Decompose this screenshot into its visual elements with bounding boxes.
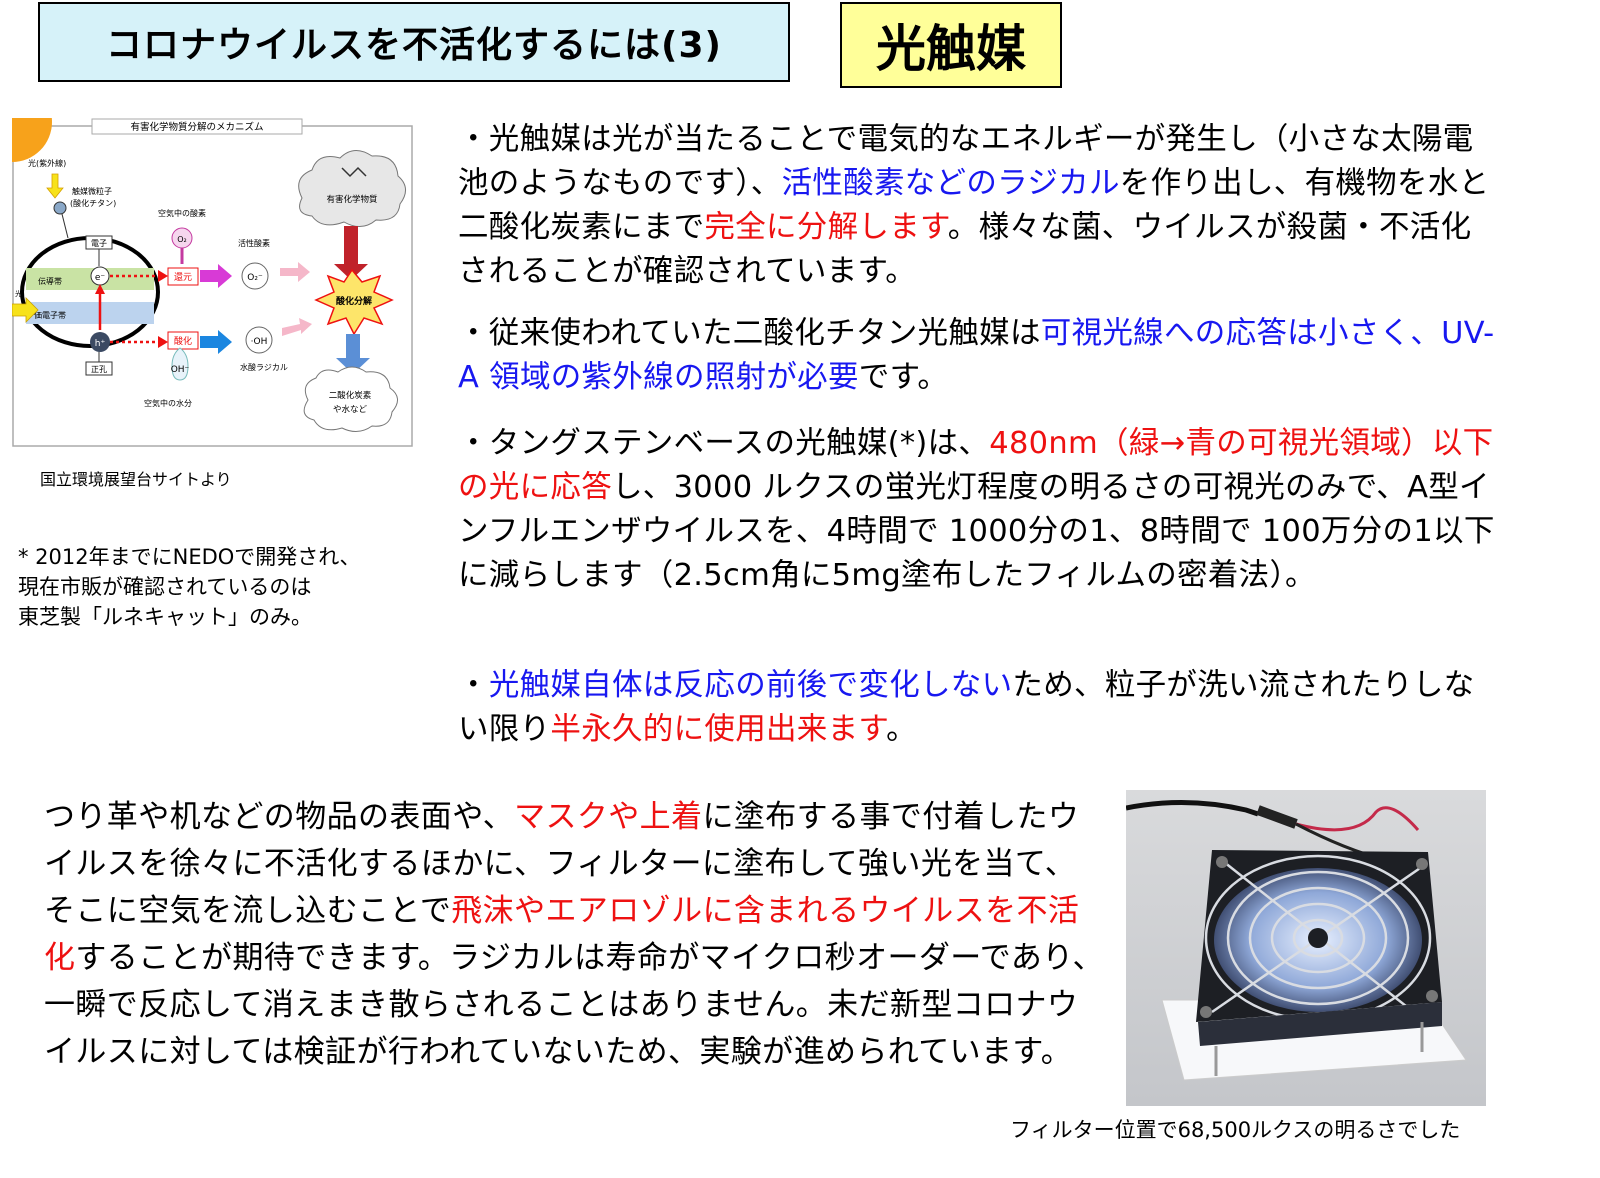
catalyst-particle-label: 触媒微粒子 [72,186,112,196]
slide-title: コロナウイルスを不活化するには(3) [38,2,790,82]
p1-text-c: を作り出し、有機物を水と二酸化炭素にまで [458,166,1490,245]
p2-text-a: ・従来使われていた二酸化チタン光触媒は [458,316,1041,351]
light-label: 光 [15,289,22,298]
power-cable [1125,800,1259,817]
p4-text-c: ため、粒子が洗い流されたりしない限り [458,668,1475,747]
p1-text-a: ・光触媒は光が当たることで電気的なエネルギーが発生し（小さな太陽電池のようなもの… [458,122,1474,201]
light-arrow-icon [11,297,39,323]
air-moisture-label: 空気中の水分 [144,398,192,408]
red-wire [1295,806,1420,832]
harmful-chemical-label: 有害化学物質 [326,194,378,205]
band-ellipse [20,236,160,348]
reduction-arrow [200,264,232,288]
p1-text-e: 。様々な菌、ウイルスが殺菌・不活化されることが確認されています。 [458,210,1472,289]
p2-text-c: です。 [858,360,949,395]
reduction-label: 還元 [174,271,192,283]
paragraph-tungsten-catalyst: ・タングステンベースの光触媒(*)は、480nm（緑→青の可視光領域）以下の光に… [458,422,1498,598]
p3-emphasis-wavelength: 480nm（緑→青の可視光領域）以下の光に応答 [458,426,1494,505]
subject-label: 光触媒 [840,2,1062,88]
p4-text-e: 。 [886,712,917,747]
photo-caption: フィルター位置で68,500ルクスの明るさでした [1010,1118,1461,1142]
diagram-title: 有害化学物質分解のメカニズム [130,121,263,133]
paragraph-semi-permanent: ・光触媒自体は反応の前後で変化しないため、粒子が洗い流されたりしない限り半永久的… [458,664,1498,752]
p4-emphasis-permanent: 半永久的に使用出来ます [550,712,887,747]
bottom-emphasis-mask: マスクや上着 [514,799,703,835]
sunlight-arrow-icon [46,173,64,199]
photocatalyst-mechanism-diagram: 有害化学物質分解のメカニズム 光(紫外線) 触媒微粒子 (酸化チタン) 伝導帯 … [0,82,414,448]
hydroxyl-radical-label: 水酸ラジカル [240,362,288,372]
subject-label-text: 光触媒 [876,20,1026,78]
result-cloud [303,366,398,432]
footnote-line-3: 東芝製「ルネキャット」のみ。 [18,605,312,629]
p4-emphasis-unchanged: 光触媒自体は反応の前後で変化しない [488,668,1013,703]
paragraph-applications: つり革や机などの物品の表面や、マスクや上着に塗布する事で付着したウイルスを徐々に… [44,794,1104,1076]
oxidation-label: 酸化 [174,335,192,347]
hydroxide-symbol: OH⁻ [171,365,190,375]
electron-label: 電子 [91,239,107,248]
hole-label: 正孔 [91,365,107,374]
p3-text-a: ・タングステンベースの光触媒(*)は、 [458,426,990,461]
footnote-line-2: 現在市販が確認されているのは [18,575,312,599]
footnote-line-1: * 2012年までにNEDOで開発され、 [18,545,361,569]
bottom-text-e: することが期待できます。ラジカルは寿命がマイクロ秒オーダーであり、一瞬で反応して… [44,940,1104,1070]
oxygen-symbol: O₂ [177,235,187,244]
valence-band [26,302,154,324]
hydroxyl-radical-icon [245,326,273,354]
particle-icon [53,201,67,215]
co2-water-line2: や水など [333,404,368,415]
paragraph-photocatalyst-principle: ・光触媒は光が当たることで電気的なエネルギーが発生し（小さな太陽電池のようなもの… [458,118,1498,294]
bottom-text-a: つり革や机などの物品の表面や、 [44,799,515,835]
conduction-band-label: 伝導帯 [38,276,62,286]
bottom-text-c: に塗布する事で付着したウイルスを徐々に不活化するほかに、フィルターに塗布して強い… [44,799,1080,929]
diagram-caption: 国立環境展望台サイトより [40,470,232,489]
harmful-chemical-cloud [298,150,406,227]
bottom-emphasis-aerosol: 飛沫やエアロゾルに含まれるウイルスを不活化 [44,893,1080,976]
paragraph-titanium-dioxide: ・従来使われていた二酸化チタン光触媒は可視光線への応答は小さく、UV-A 領域の… [458,312,1498,400]
slide-title-text: コロナウイルスを不活化するには(3) [106,25,722,66]
active-oxygen-label: 活性酸素 [238,238,270,248]
air-oxygen-label: 空気中の酸素 [158,208,206,218]
fan-device-photo [1125,790,1486,1106]
superoxide-symbol: O₂⁻ [247,273,263,283]
footnote: * 2012年までにNEDOで開発され、 現在市販が確認されているのは 東芝製「… [18,542,438,632]
oxidation-arrow [200,330,232,354]
p1-emphasis-radicals: 活性酸素などのラジカル [781,166,1120,201]
oxidative-decomposition-label: 酸化分解 [336,295,372,307]
catalyst-material-label: (酸化チタン) [70,198,116,208]
p1-emphasis-decompose: 完全に分解します [704,210,948,245]
p2-emphasis-uva: 可視光線への応答は小さく、UV-A 領域の紫外線の照射が必要 [458,316,1495,395]
conduction-band [26,268,154,290]
p3-text-c: し、3000 ルクスの蛍光灯程度の明るさの可視光のみで、A型インフルエンザウイル… [458,470,1495,593]
co2-water-line1: 二酸化炭素 [329,390,372,401]
hole-symbol: h⁺ [95,339,106,349]
hole-icon [90,332,110,352]
sunlight-label: 光(紫外線) [28,158,66,168]
valence-band-label: 価電子帯 [34,310,66,320]
p4-text-a: ・ [458,668,489,703]
superoxide-icon [241,262,269,290]
electron-symbol: e⁻ [95,273,106,283]
water-drop-icon [171,347,189,381]
hydroxyl-radical-symbol: ·OH [251,337,268,347]
